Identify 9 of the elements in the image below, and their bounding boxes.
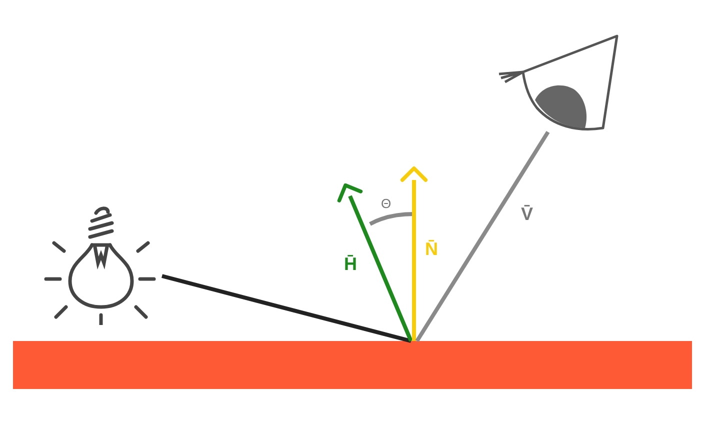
vector-label: N̄ [425, 240, 438, 258]
surface-bar [13, 341, 692, 389]
ray-line [162, 274, 412, 343]
vector-arrow [400, 166, 428, 341]
ray-line [415, 130, 550, 342]
vector-label: H̄ [344, 255, 357, 273]
vector-label: Θ [381, 197, 392, 210]
vector-label: V̄ [521, 205, 534, 223]
vector-arrow [337, 183, 413, 342]
